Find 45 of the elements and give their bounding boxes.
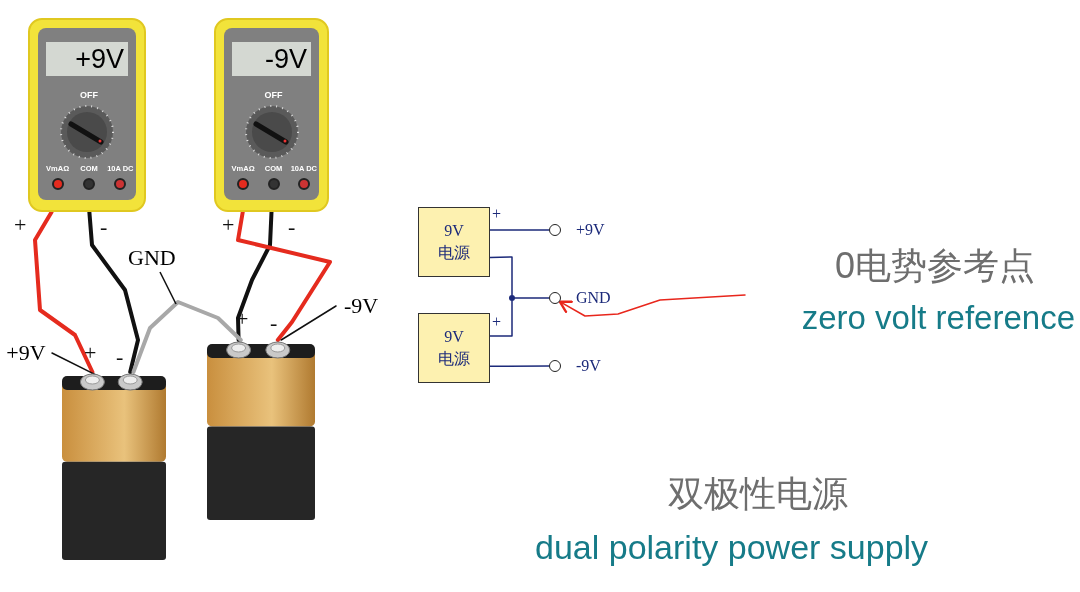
display-reading: +9V: [46, 42, 128, 76]
polarity-mark: -: [100, 216, 108, 238]
test-lead-wire: [33, 210, 95, 374]
circuit-wire: [514, 297, 550, 299]
polarity-mark: -: [116, 346, 124, 368]
annotation-text: 0电势参考点: [834, 244, 1035, 288]
power-source-box: [418, 313, 490, 383]
polarity-mark: -: [270, 312, 278, 334]
display-reading: -9V: [232, 42, 311, 76]
dial-label: OFF: [263, 90, 284, 100]
multimeter: [214, 18, 329, 212]
dial-label: OFF: [79, 90, 99, 100]
circuit-wire: [489, 229, 550, 231]
battery: [60, 372, 168, 562]
circuit-wire: [489, 256, 513, 296]
terminal-circle: [549, 224, 561, 236]
terminal-circle: [549, 292, 561, 304]
test-lead-wire: [236, 210, 332, 342]
circuit-wire: [489, 300, 513, 337]
circuit-wire: [489, 365, 550, 367]
polarity-mark: -: [288, 216, 296, 238]
arrow: [558, 294, 746, 317]
polarity-mark: +: [222, 214, 235, 236]
polarity-mark: +: [14, 214, 27, 236]
polarity-mark: +: [84, 342, 97, 364]
test-lead-wire: [87, 210, 140, 374]
source-label: 电源: [438, 243, 470, 263]
source-label: 9V: [444, 327, 464, 347]
test-lead-wire: [131, 300, 243, 374]
leader-line: [280, 305, 337, 341]
power-source-box: [418, 207, 490, 277]
source-label: 9V: [444, 221, 464, 241]
heading-text: 双极性电源: [668, 472, 848, 516]
polarity-mark: +: [492, 314, 502, 330]
test-lead-wire: [236, 210, 274, 342]
voltage-label: +9V: [0, 340, 52, 366]
terminal-circle: [549, 360, 561, 372]
annotation-text: zero volt reference: [801, 298, 1075, 338]
multimeter: [28, 18, 146, 212]
voltage-label: -9V: [336, 292, 386, 320]
heading-text: dual polarity power supply: [535, 528, 929, 567]
junction-dot: [509, 295, 515, 301]
source-label: 电源: [438, 349, 470, 369]
polarity-mark: +: [492, 206, 502, 222]
battery: [205, 340, 317, 522]
